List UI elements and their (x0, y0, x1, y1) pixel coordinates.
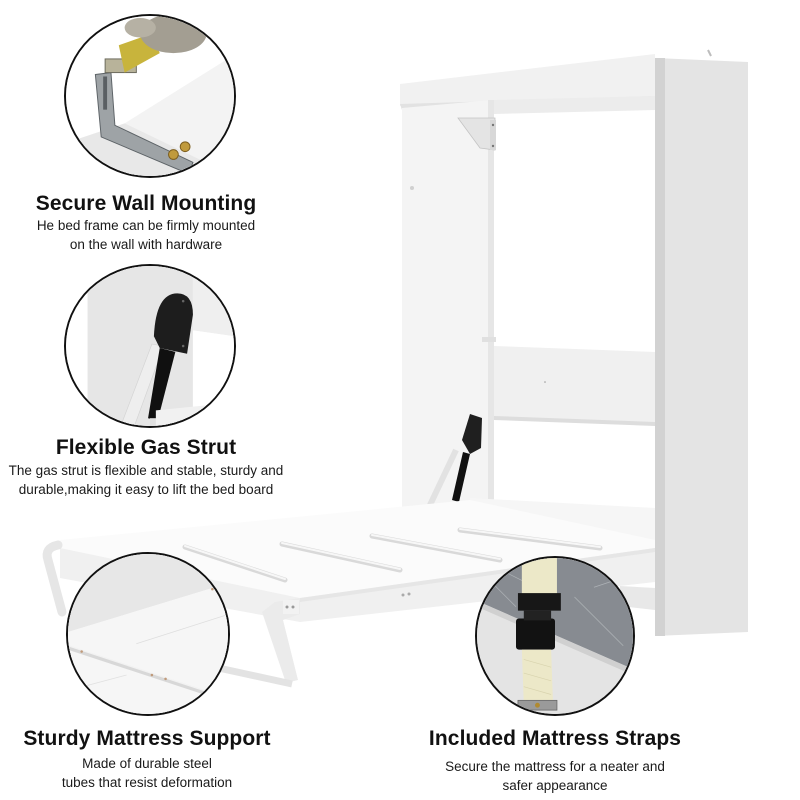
feature-desc-mattress-support: Made of durable steel tubes that resist … (0, 754, 294, 792)
feature-desc-line: The gas strut is flexible and stable, st… (8, 463, 284, 478)
steel-tube-icon (68, 554, 228, 714)
feature-desc-line: Secure the mattress for a neater and (445, 759, 665, 774)
feature-desc-line: on the wall with hardware (69, 237, 223, 252)
feature-desc-line: durable,making it easy to lift the bed b… (18, 482, 274, 497)
mattress-straps-inset (475, 556, 635, 716)
feature-desc-mattress-straps: Secure the mattress for a neater and saf… (400, 757, 710, 795)
gas-strut-inset (64, 264, 236, 428)
wall-bracket-icon (66, 16, 234, 176)
feature-desc-line: Made of durable steel (82, 756, 212, 771)
feature-desc-gas-strut: The gas strut is flexible and stable, st… (0, 461, 292, 499)
feature-desc-line: safer appearance (502, 778, 608, 793)
mattress-support-inset (66, 552, 230, 716)
feature-desc-line: tubes that resist deformation (61, 775, 233, 790)
feature-desc-line: He bed frame can be firmly mounted (36, 218, 256, 233)
mattress-strap-icon (477, 558, 633, 714)
feature-title-mattress-straps: Included Mattress Straps (428, 727, 682, 750)
feature-title-wall-mounting: Secure Wall Mounting (35, 192, 257, 215)
wall-mounting-inset (64, 14, 236, 178)
feature-desc-wall-mounting: He bed frame can be firmly mounted on th… (0, 216, 292, 254)
feature-title-gas-strut: Flexible Gas Strut (55, 436, 237, 459)
gas-strut-icon (66, 266, 234, 426)
feature-title-mattress-support: Sturdy Mattress Support (23, 727, 271, 750)
